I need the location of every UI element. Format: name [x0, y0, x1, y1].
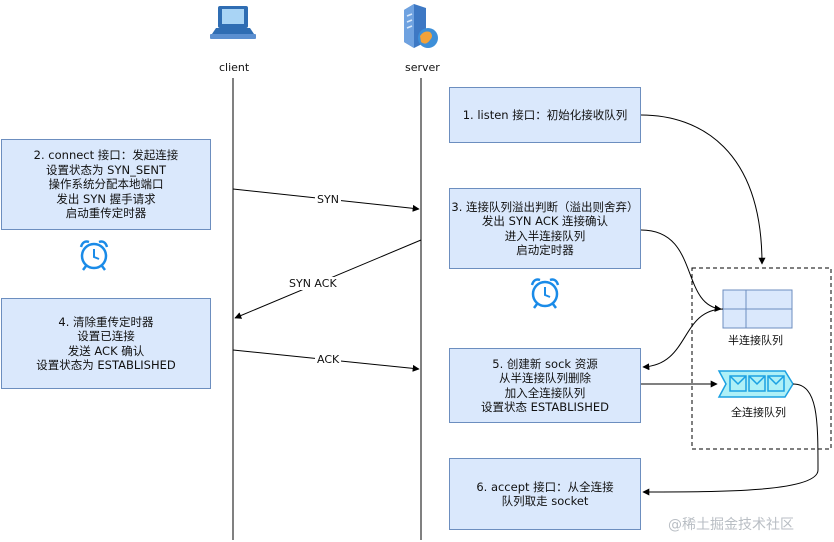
step-line: 发出 SYN ACK 连接确认 — [481, 214, 609, 228]
step-line: 启动定时器 — [516, 243, 574, 257]
step3-queue-check-box: 3. 连接队列溢出判断（溢出则舍弃）发出 SYN ACK 连接确认进入半连接队列… — [449, 188, 641, 269]
step-line: 设置已连接 — [77, 329, 135, 343]
server-label: server — [405, 61, 440, 74]
step-line: 3. 连接队列溢出判断（溢出则舍弃） — [451, 199, 639, 214]
queue-container — [691, 267, 832, 450]
step-line: 5. 创建新 sock 资源 — [492, 356, 598, 371]
half-queue-to-step5-connector — [642, 308, 724, 371]
step1-listen-box: 1. listen 接口：初始化接收队列 — [449, 87, 641, 143]
computer-icon — [210, 6, 256, 39]
step-line: 操作系统分配本地端口 — [48, 177, 164, 192]
step-line: 队列取走 socket — [501, 494, 589, 508]
step5-create-sock-box: 5. 创建新 sock 资源从半连接队列删除加入全连接队列设置状态 ESTABL… — [449, 348, 641, 423]
ack-label: ACK — [315, 353, 342, 366]
step-line: 2. connect 接口：发起连接 — [33, 148, 179, 163]
listen-to-queue-connector — [640, 114, 766, 265]
step-line: 设置状态 ESTABLISHED — [481, 400, 609, 414]
step4-established-box: 4. 清除重传定时器设置已连接发送 ACK 确认设置状态为 ESTABLISHE… — [1, 298, 211, 389]
step-line: 设置状态为 SYN_SENT — [45, 162, 167, 177]
step-line: 加入全连接队列 — [504, 385, 586, 400]
step-line: 6. accept 接口：从全连接 — [476, 479, 614, 494]
alarm-clock-icon — [530, 278, 560, 309]
server-icon — [404, 4, 438, 48]
step6-accept-box: 6. accept 接口：从全连接队列取走 socket — [449, 458, 641, 530]
step-line: 1. listen 接口：初始化接收队列 — [462, 107, 628, 122]
step-line: 发出 SYN 握手请求 — [56, 191, 156, 206]
full-queue-shape — [717, 370, 794, 398]
step-line: 启动重传定时器 — [65, 206, 147, 221]
watermark: @稀土掘金技术社区 — [668, 517, 794, 533]
half-queue-grid — [722, 289, 793, 329]
half-queue-label: 半连接队列 — [728, 334, 783, 347]
syn-label: SYN — [315, 193, 341, 206]
step-line: 设置状态为 ESTABLISHED — [36, 358, 176, 372]
syn-ack-label: SYN ACK — [287, 277, 339, 290]
step-line: 进入半连接队列 — [504, 228, 586, 243]
step-line: 4. 清除重传定时器 — [58, 314, 154, 329]
alarm-clock-icon — [79, 240, 109, 271]
full-queue-to-step6-connector — [642, 383, 819, 496]
full-queue-label: 全连接队列 — [731, 406, 786, 419]
step-line: 从半连接队列删除 — [499, 371, 591, 385]
client-label: client — [219, 61, 250, 74]
step-line: 发送 ACK 确认 — [67, 343, 145, 358]
step3-to-half-queue-connector — [640, 229, 722, 312]
